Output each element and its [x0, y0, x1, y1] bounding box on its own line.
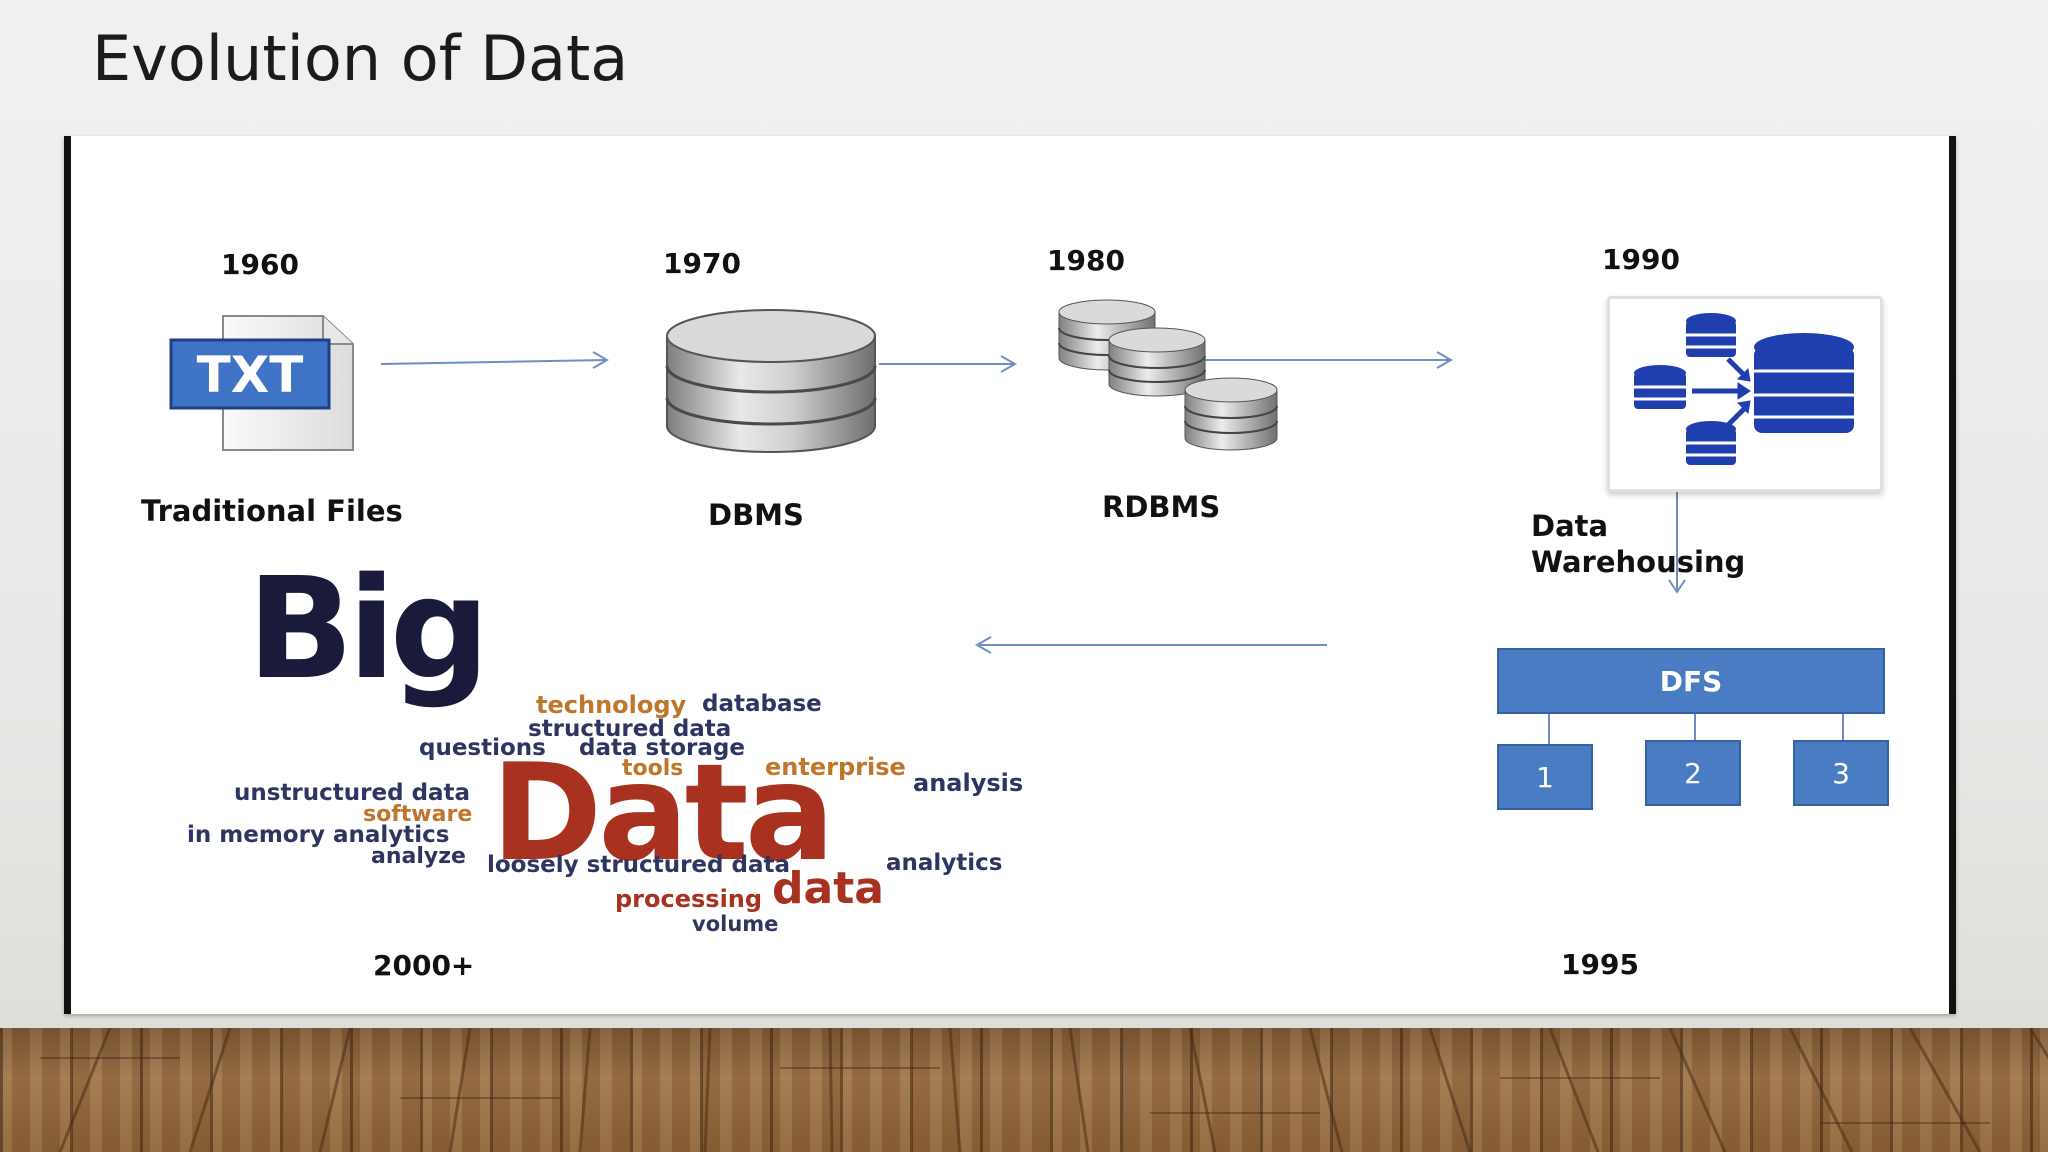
word-data-small: data — [772, 863, 884, 914]
label-data-warehousing: Data Warehousing — [1531, 508, 1745, 580]
dfs-node-3: 3 — [1793, 740, 1889, 806]
flow-arrows — [380, 351, 1844, 744]
label-data-warehousing-line1: Data — [1531, 509, 1609, 543]
label-rdbms: RDBMS — [1102, 490, 1221, 524]
word-in-memory-analytics: in memory analytics — [187, 822, 450, 848]
slide-title: Evolution of Data — [92, 22, 629, 95]
diagram-panel: 1960 1970 1980 1990 1995 2000+ TXT Tradi… — [64, 136, 1956, 1014]
large-db — [1754, 333, 1854, 433]
dfs-label: DFS — [1659, 664, 1723, 698]
dfs-node-1-label: 1 — [1536, 760, 1554, 794]
word-database: database — [702, 691, 822, 717]
multiple-databases-icon — [1058, 299, 1278, 451]
wood-floor — [0, 1028, 2048, 1152]
year-1990: 1990 — [1602, 243, 1680, 276]
year-1980: 1980 — [1047, 244, 1125, 277]
year-1960: 1960 — [221, 248, 299, 281]
db-cylinder-b — [1108, 327, 1206, 397]
word-analysis: analysis — [913, 769, 1024, 797]
word-processing: processing — [615, 885, 763, 913]
db-cylinder-c — [1184, 377, 1278, 451]
word-enterprise: enterprise — [765, 753, 906, 781]
svg-text:TXT: TXT — [197, 346, 304, 404]
word-unstructured-data: unstructured data — [234, 780, 471, 806]
word-data-storage: data storage — [579, 735, 745, 761]
year-1970: 1970 — [663, 247, 741, 280]
year-2000-plus: 2000+ — [373, 949, 475, 982]
word-volume: volume — [692, 912, 779, 936]
word-analytics: analytics — [886, 850, 1003, 876]
arrow-1960-1970 — [380, 359, 608, 365]
word-questions: questions — [419, 735, 546, 761]
label-data-warehousing-line2: Warehousing — [1531, 545, 1746, 579]
word-structured-data: structured data — [528, 716, 732, 742]
label-traditional-files: Traditional Files — [141, 494, 403, 528]
txt-file-icon: TXT — [169, 315, 354, 451]
year-1995: 1995 — [1561, 948, 1639, 981]
word-data-large: Data — [491, 735, 835, 891]
label-dbms: DBMS — [708, 498, 804, 532]
dfs-node-1: 1 — [1497, 744, 1593, 810]
dfs-node-3-label: 3 — [1832, 756, 1850, 790]
word-tools: tools — [622, 756, 684, 781]
word-analyze: analyze — [371, 844, 466, 869]
word-big: Big — [247, 548, 490, 711]
dfs-node-2: 2 — [1645, 740, 1741, 806]
big-data-word-cloud: Big technology database structured data … — [171, 560, 1111, 935]
dfs-box: DFS — [1497, 648, 1885, 714]
data-warehouse-icon — [1607, 296, 1883, 492]
database-icon — [665, 309, 877, 453]
dfs-node-2-label: 2 — [1684, 756, 1702, 790]
word-technology: technology — [536, 691, 687, 719]
word-software: software — [363, 802, 473, 827]
word-loosely-structured-data: loosely structured data — [487, 852, 790, 878]
